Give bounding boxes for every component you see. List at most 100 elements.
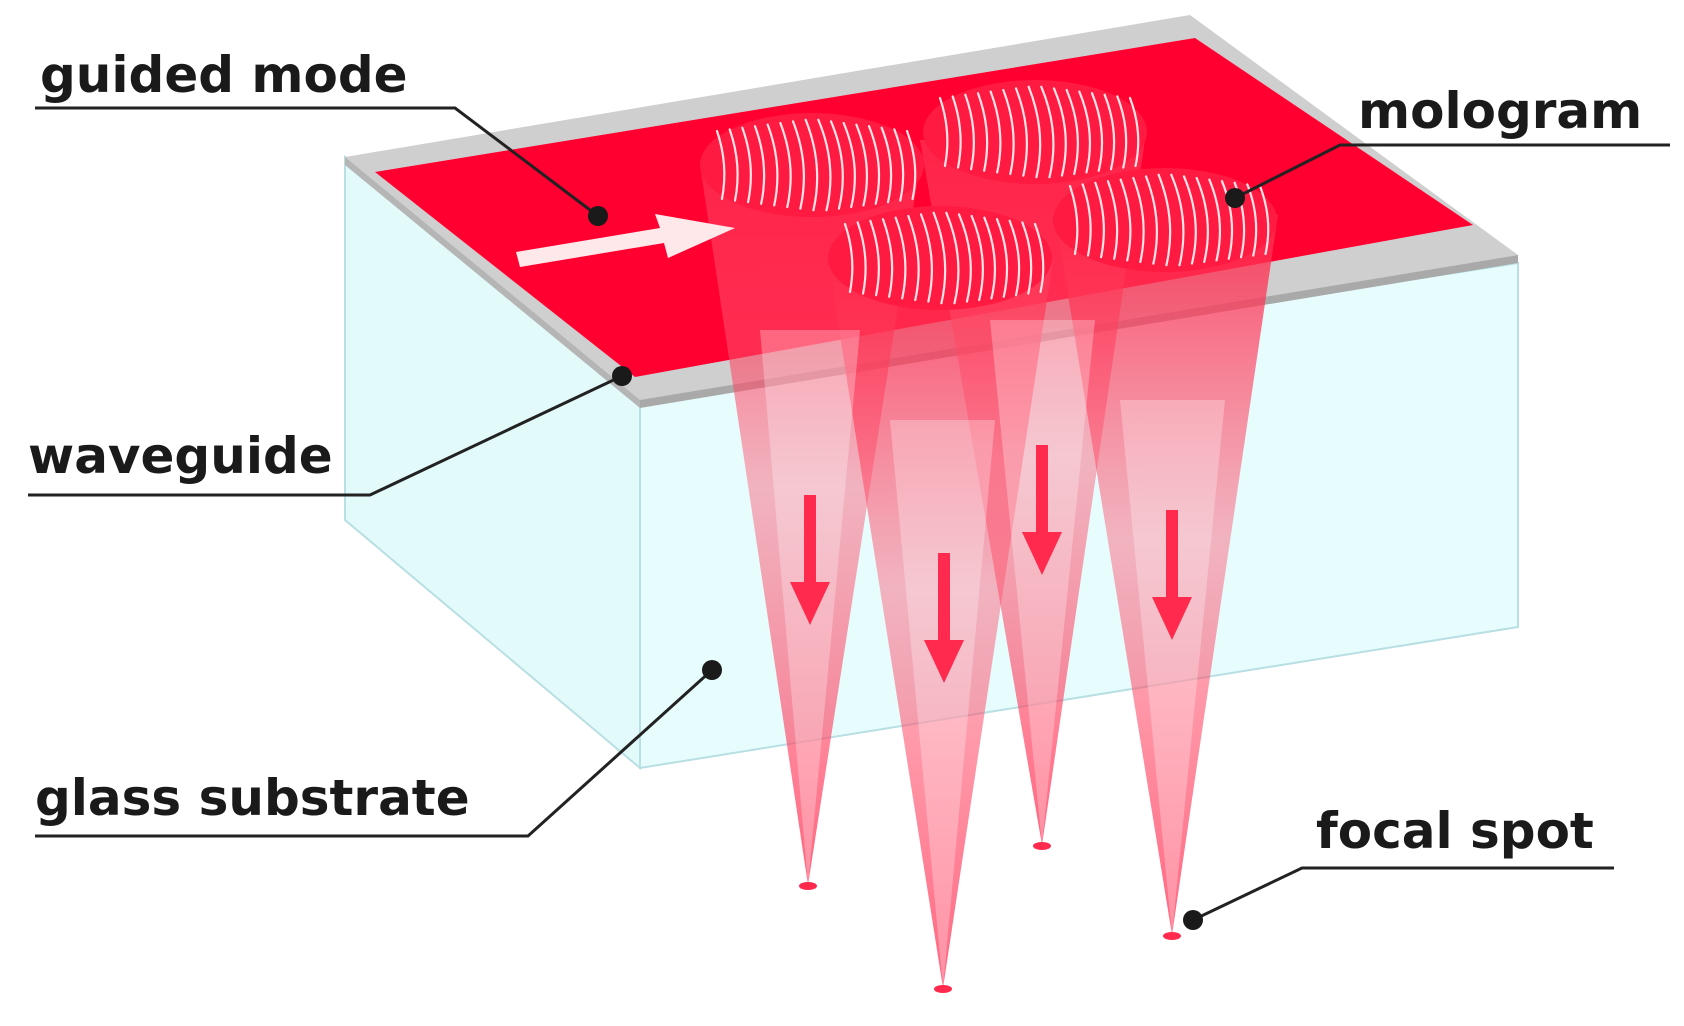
grating-fringe bbox=[995, 218, 1009, 298]
grating-fringe bbox=[1195, 176, 1209, 264]
grating-fringe bbox=[715, 129, 726, 201]
grating-fringe bbox=[1103, 93, 1116, 171]
grating-fringe bbox=[1081, 183, 1092, 257]
grating-fringe bbox=[1021, 221, 1033, 295]
label-mologram-group: mologram bbox=[1225, 82, 1670, 208]
grating-fringe bbox=[976, 92, 989, 172]
mologram-gratings bbox=[700, 80, 1277, 310]
grating-fringe bbox=[907, 214, 920, 302]
grating-fringe bbox=[1116, 95, 1128, 169]
beam-core-4 bbox=[1120, 400, 1225, 935]
leader-focal-spot bbox=[1192, 866, 1614, 922]
mologram-patch-4 bbox=[1053, 168, 1277, 272]
grating-fringe bbox=[1090, 92, 1104, 172]
beam-core-3 bbox=[990, 320, 1095, 845]
beam-core-2 bbox=[890, 420, 995, 988]
grating-fringe bbox=[869, 219, 880, 297]
grating-fringe bbox=[1157, 173, 1172, 267]
grating-fringe bbox=[989, 90, 1002, 174]
grating-fringe bbox=[804, 118, 819, 212]
grating-fringe bbox=[945, 211, 960, 305]
grating-fringe bbox=[1033, 222, 1045, 294]
mologram-patch-2 bbox=[923, 80, 1147, 184]
label-glass-substrate: glass substrate bbox=[35, 769, 470, 827]
leader-dot-glass-substrate bbox=[702, 660, 722, 680]
grating-fringe bbox=[1119, 178, 1132, 262]
grating-fringe bbox=[938, 96, 949, 168]
grating-fringe bbox=[905, 129, 917, 201]
label-focal-spot-group: focal spot bbox=[1183, 802, 1614, 930]
grating-fringe bbox=[1182, 175, 1197, 265]
grating-fringe bbox=[1008, 219, 1021, 297]
grating-fringe bbox=[983, 216, 997, 300]
grating-fringe bbox=[1014, 87, 1028, 177]
grating-fringe bbox=[779, 121, 792, 209]
label-guided-mode-group: guided mode bbox=[35, 46, 608, 226]
grating-fringe bbox=[881, 218, 894, 298]
grating-fringe bbox=[1106, 180, 1119, 260]
down-arrow-icon bbox=[924, 553, 964, 683]
label-guided-mode: guided mode bbox=[40, 46, 408, 104]
grating-fringe bbox=[1078, 90, 1092, 174]
leader-dot-waveguide bbox=[612, 366, 632, 386]
leader-glass-substrate bbox=[35, 668, 714, 838]
grating-fringe bbox=[829, 120, 844, 210]
grating-fringe bbox=[842, 121, 856, 209]
grating-fringe bbox=[1040, 85, 1055, 179]
grating-fringe bbox=[880, 126, 893, 204]
grating-fringe bbox=[1002, 88, 1015, 176]
label-mologram: mologram bbox=[1358, 82, 1642, 140]
leader-guided-mode bbox=[35, 106, 599, 218]
grating-fringe bbox=[894, 216, 907, 300]
down-arrow-icon bbox=[790, 445, 1192, 683]
label-glass-substrate-group: glass substrate bbox=[35, 660, 722, 838]
focal-spot-1 bbox=[799, 882, 817, 890]
down-arrow-icon bbox=[1022, 445, 1062, 575]
focal-spot-4 bbox=[1163, 932, 1181, 940]
grating-fringe bbox=[957, 213, 972, 303]
grating-fringe bbox=[1144, 175, 1158, 265]
grating-fringe bbox=[1220, 180, 1234, 260]
leader-dot-mologram bbox=[1225, 188, 1245, 208]
grating-fringe bbox=[1258, 184, 1270, 256]
focal-spots bbox=[799, 842, 1181, 993]
label-focal-spot: focal spot bbox=[1316, 802, 1594, 860]
grating-fringe bbox=[1132, 176, 1145, 264]
grating-fringe bbox=[867, 125, 881, 205]
grating-fringe bbox=[856, 221, 867, 295]
leader-dot-guided-mode bbox=[588, 206, 608, 226]
grating-fringe bbox=[932, 211, 947, 305]
grating-fringe bbox=[1068, 184, 1079, 256]
grating-fringe bbox=[766, 123, 779, 207]
grating-fringe bbox=[728, 128, 739, 202]
leader-mologram bbox=[1234, 143, 1670, 200]
down-arrow-icon bbox=[1152, 510, 1192, 640]
grating-fringe bbox=[753, 125, 766, 205]
focal-spot-2 bbox=[934, 985, 952, 993]
label-waveguide: waveguide bbox=[28, 427, 333, 485]
grating-fringe bbox=[855, 123, 869, 207]
grating-fringe bbox=[741, 126, 752, 204]
label-waveguide-group: waveguide bbox=[28, 366, 632, 497]
grating-fringe bbox=[1027, 85, 1042, 179]
grating-fringe bbox=[970, 214, 984, 302]
grating-fringe bbox=[791, 120, 805, 210]
grating-fringe bbox=[919, 213, 933, 303]
grating-fringe bbox=[1170, 173, 1185, 267]
down-arrow-icon bbox=[790, 495, 830, 625]
grating-fringe bbox=[1208, 178, 1222, 262]
grating-fringe bbox=[1052, 87, 1067, 177]
grating-fringe bbox=[951, 95, 962, 169]
grating-fringe bbox=[964, 93, 975, 171]
grating-fringe bbox=[817, 118, 832, 212]
grating-fringe bbox=[893, 128, 905, 202]
mologram-patch-1 bbox=[700, 113, 924, 217]
grating-fringe bbox=[1065, 88, 1079, 176]
mologram-patch-3 bbox=[828, 206, 1052, 310]
grating-fringe bbox=[1128, 96, 1140, 168]
leader-dot-focal-spot bbox=[1183, 910, 1203, 930]
grating-fringe bbox=[843, 222, 854, 294]
right-arrow-icon bbox=[516, 214, 735, 267]
focal-spot-3 bbox=[1033, 842, 1051, 850]
